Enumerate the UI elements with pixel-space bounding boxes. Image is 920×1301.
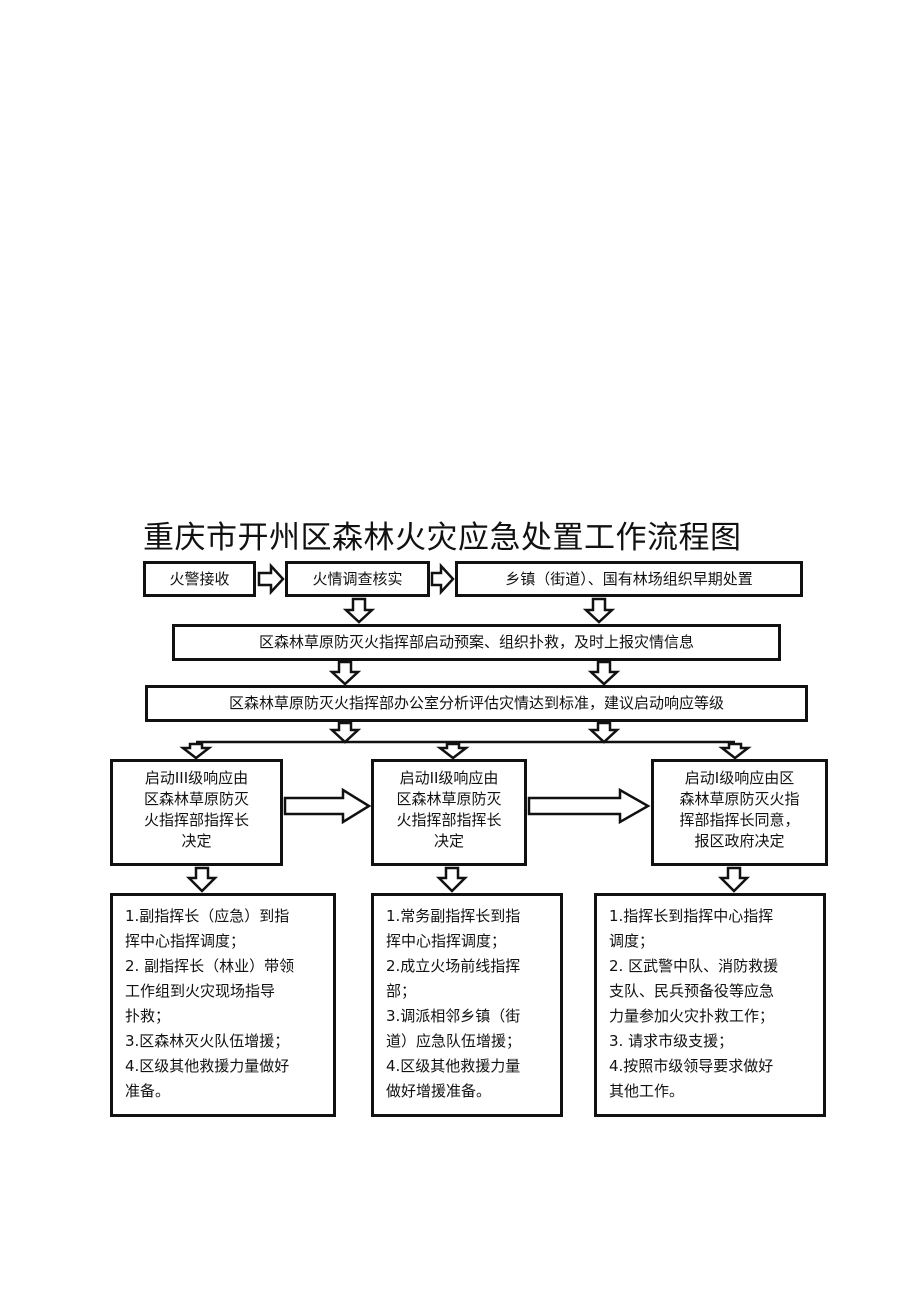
action-line: 1.指挥长到指挥中心指挥 [609, 907, 774, 925]
early-disposal-box: 乡镇（街道）、国有林场组织早期处置 [455, 561, 803, 597]
action-line: 部； [386, 982, 417, 1000]
action-line: 1.常务副指挥长到指 [386, 907, 521, 925]
action-line: 4.按照市级领导要求做好 [609, 1057, 774, 1075]
action-line: 调度； [609, 932, 655, 950]
box-label: 火情调查核实 [312, 569, 403, 588]
down-arrow-icon [436, 742, 470, 760]
down-arrow-icon [587, 721, 621, 744]
right-arrow-icon [257, 562, 285, 596]
action-line: 工作组到火灾现场指导 [125, 982, 276, 1000]
plan-activation-box: 区森林草原防灭火指挥部启动预案、组织扑救，及时上报灾情信息 [172, 624, 781, 661]
level-3-box: 启动III级响应由 区森林草原防灭 火指挥部指挥长 决定 [110, 759, 283, 866]
level-line: 报区政府决定 [694, 832, 785, 850]
level-1-box: 启动I级响应由区 森林草原防灭火指 挥部指挥长同意， 报区政府决定 [651, 759, 828, 866]
down-arrow-icon [342, 597, 376, 624]
down-arrow-icon [185, 866, 219, 893]
down-arrow-icon [718, 742, 752, 760]
down-arrow-icon [435, 866, 469, 893]
level-line: 火指挥部指挥长 [396, 811, 502, 829]
page-title: 重庆市开州区森林火灾应急处置工作流程图 [143, 520, 742, 556]
box-label: 区森林草原防灭火指挥部办公室分析评估灾情达到标准，建议启动响应等级 [228, 694, 724, 712]
action-line: 挥中心指挥调度； [125, 932, 246, 950]
action-line: 扑救； [125, 1007, 171, 1025]
level-line: 决定 [181, 832, 212, 850]
box-label: 区森林草原防灭火指挥部启动预案、组织扑救，及时上报灾情信息 [258, 633, 694, 651]
level-line: 区森林草原防灭 [396, 790, 502, 808]
action-line: 3. 请求市级支援； [609, 1032, 734, 1050]
action-line: 做好增援准备。 [386, 1082, 492, 1100]
action-line: 道）应急队伍增援； [386, 1032, 522, 1050]
level-3-actions-box: 1.副指挥长（应急）到指 挥中心指挥调度； 2. 副指挥长（林业）带领 工作组到… [110, 893, 336, 1117]
down-arrow-icon [582, 597, 616, 624]
fire-verify-box: 火情调查核实 [285, 561, 430, 597]
action-line: 准备。 [125, 1082, 171, 1100]
action-line: 2. 区武警中队、消防救援 [609, 957, 779, 975]
fire-alarm-receive-box: 火警接收 [143, 561, 256, 597]
level-line: 森林草原防灭火指 [679, 790, 800, 808]
level-line: 挥部指挥长同意， [679, 811, 800, 829]
level-2-actions-box: 1.常务副指挥长到指 挥中心指挥调度； 2.成立火场前线指挥 部； 3.调派相邻… [371, 893, 563, 1117]
down-arrow-icon [328, 721, 362, 744]
assessment-box: 区森林草原防灭火指挥部办公室分析评估灾情达到标准，建议启动响应等级 [145, 685, 808, 722]
level-2-box: 启动II级响应由 区森林草原防灭 火指挥部指挥长 决定 [371, 759, 527, 866]
level-line: 区森林草原防灭 [143, 790, 249, 808]
level-line: 启动II级响应由 [399, 769, 499, 787]
down-arrow-icon [328, 660, 362, 686]
level-line: 火指挥部指挥长 [143, 811, 249, 829]
action-line: 2. 副指挥长（林业）带领 [125, 957, 295, 975]
action-line: 力量参加火灾扑救工作； [609, 1007, 775, 1025]
down-arrow-icon [179, 742, 213, 760]
action-line: 2.成立火场前线指挥 [386, 957, 521, 975]
down-arrow-icon [717, 866, 751, 893]
action-line: 其他工作。 [609, 1082, 685, 1100]
right-arrow-icon [283, 787, 372, 825]
right-arrow-icon [430, 562, 455, 596]
action-line: 支队、民兵预备役等应急 [609, 982, 775, 1000]
action-line: 3.调派相邻乡镇（街 [386, 1007, 521, 1025]
action-line: 挥中心指挥调度； [386, 932, 507, 950]
down-arrow-icon [587, 660, 621, 686]
box-label: 乡镇（街道）、国有林场组织早期处置 [505, 569, 753, 588]
action-line: 3.区森林灭火队伍增援； [125, 1032, 290, 1050]
action-line: 4.区级其他救援力量 [386, 1057, 521, 1075]
action-line: 4.区级其他救援力量做好 [125, 1057, 290, 1075]
level-line: 启动I级响应由区 [684, 769, 795, 787]
level-line: 启动III级响应由 [144, 769, 249, 787]
level-1-actions-box: 1.指挥长到指挥中心指挥 调度； 2. 区武警中队、消防救援 支队、民兵预备役等… [594, 893, 826, 1117]
level-line: 决定 [433, 832, 464, 850]
right-arrow-icon [527, 787, 651, 825]
action-line: 1.副指挥长（应急）到指 [125, 907, 290, 925]
box-label: 火警接收 [169, 569, 230, 588]
